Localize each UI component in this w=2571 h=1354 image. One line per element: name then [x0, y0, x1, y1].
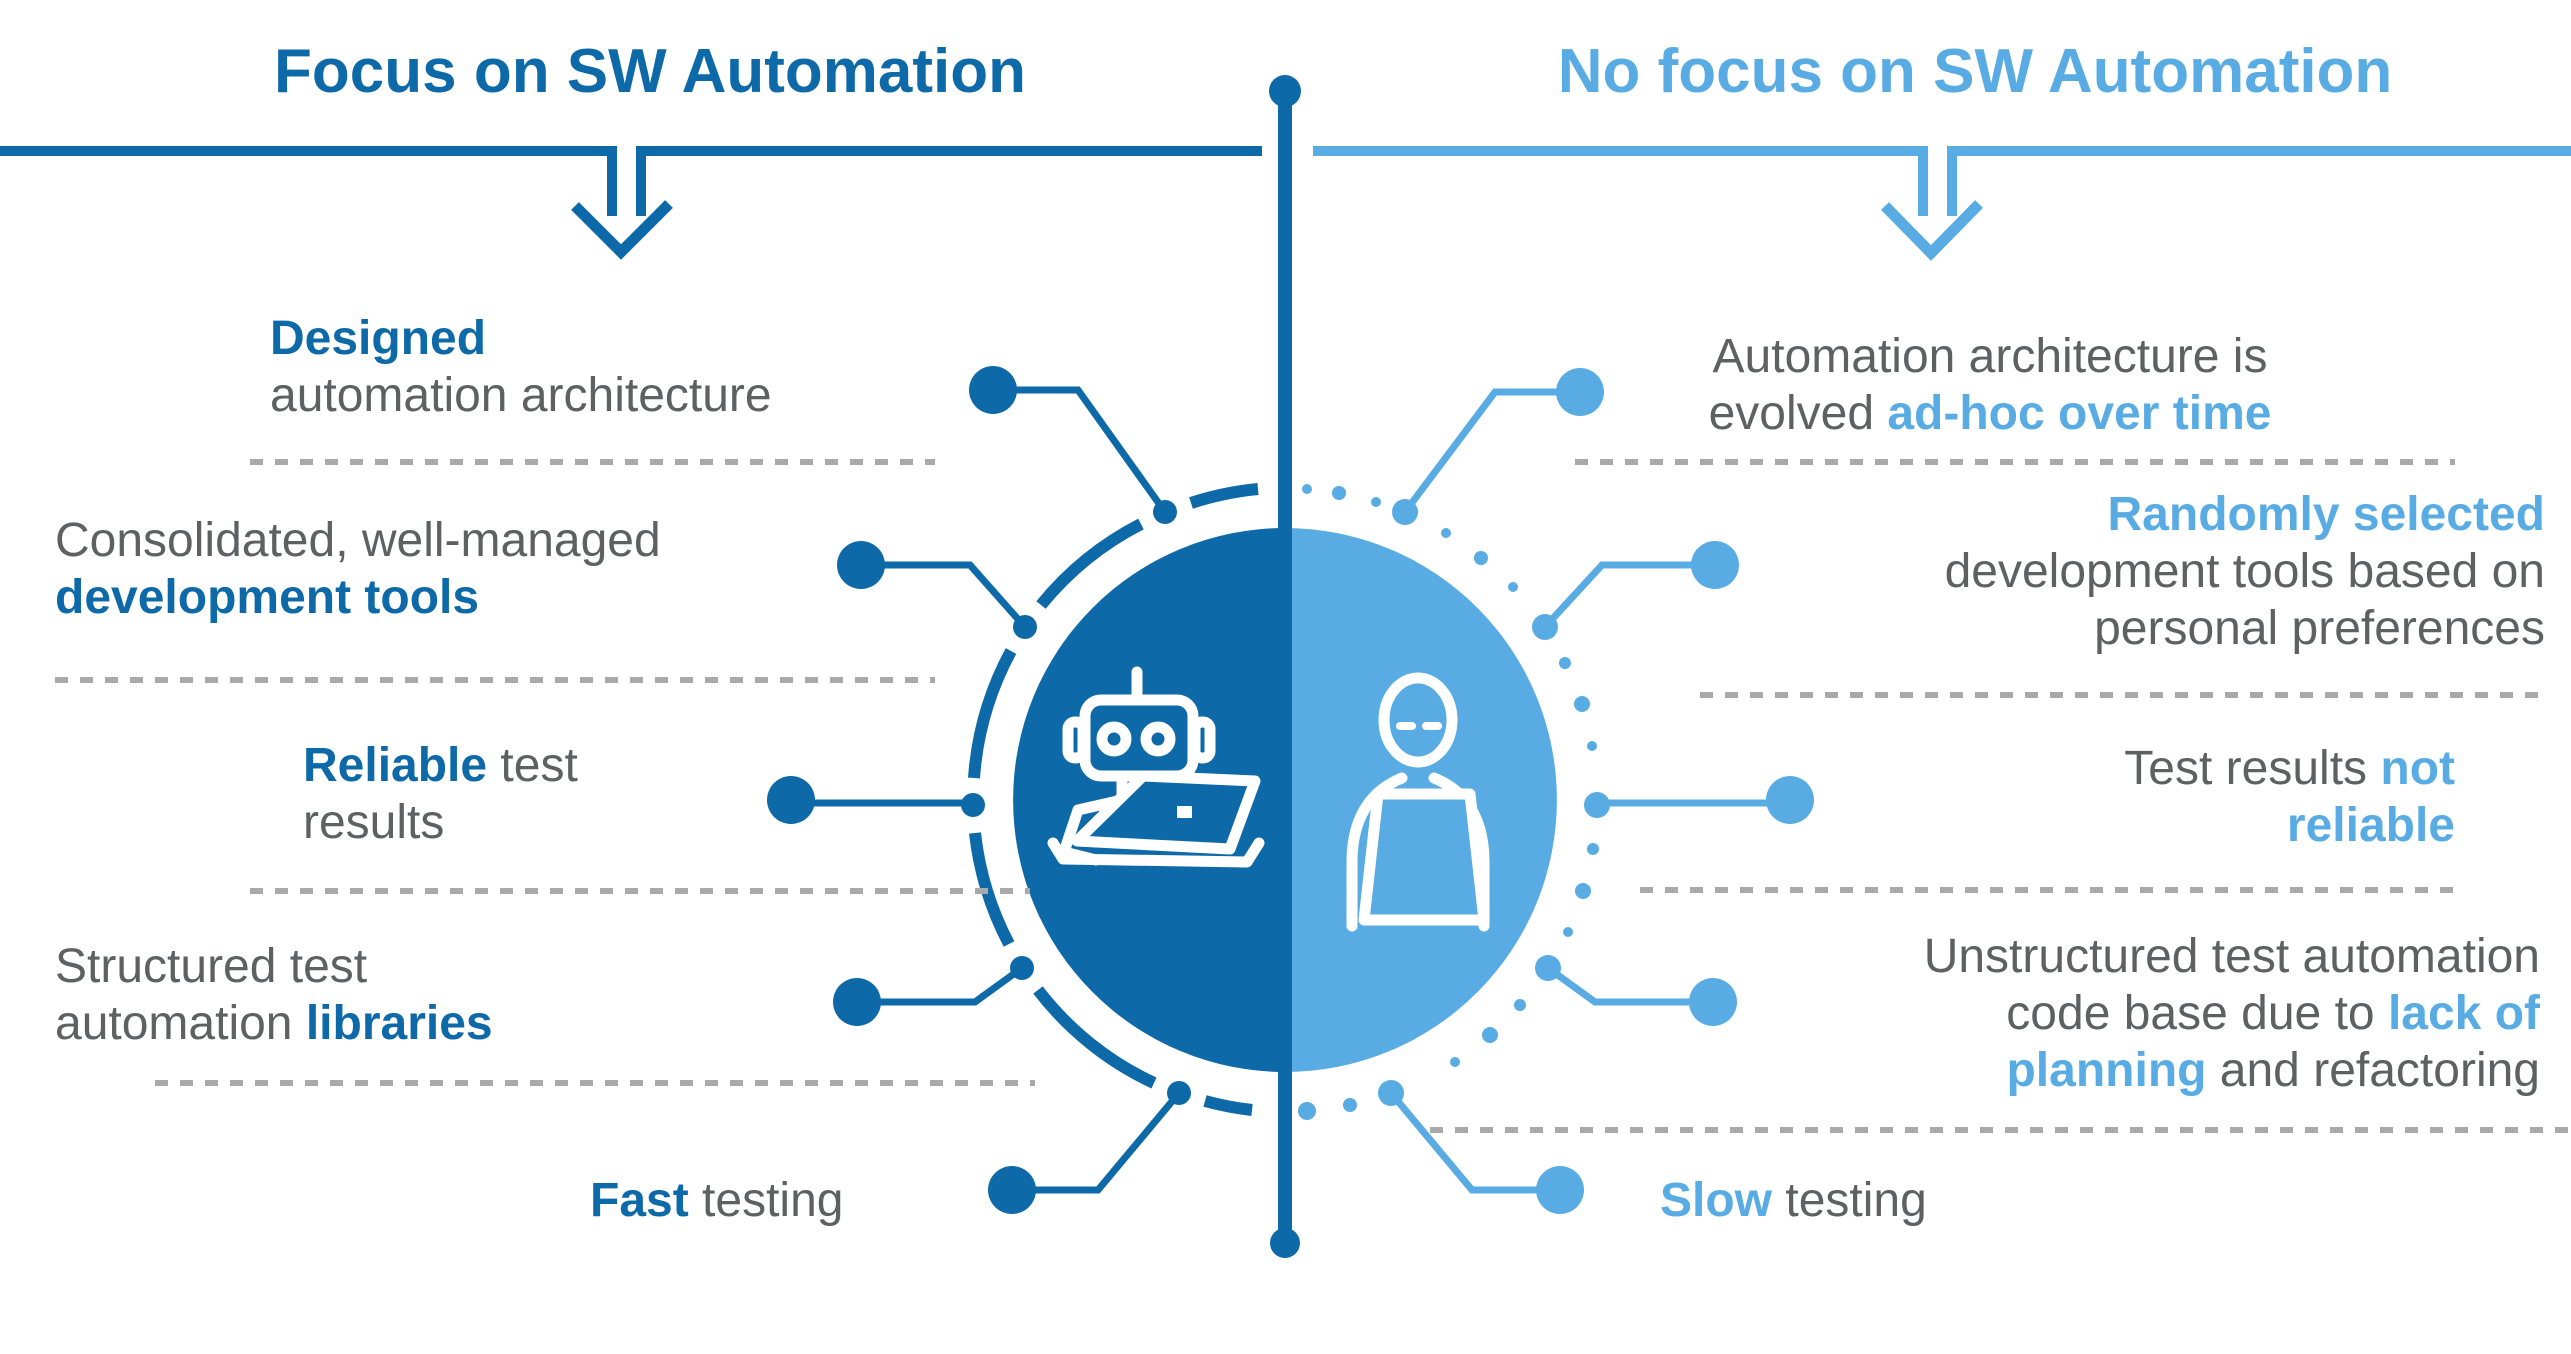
right-item-slow-testing: Slow testing — [1660, 1174, 1927, 1227]
dashed-separator — [250, 459, 935, 465]
down-arrow-right-icon — [1881, 200, 1983, 261]
down-arrow-left-icon — [571, 200, 673, 260]
left-title: Focus on SW Automation — [274, 37, 1026, 106]
left-item-fast-testing: Fast testing — [590, 1174, 844, 1227]
dashed-separator — [1700, 692, 2545, 698]
header-rule-left — [0, 146, 1262, 216]
divider-bottom-dot — [1270, 1228, 1300, 1258]
right-title: No focus on SW Automation — [1557, 37, 2393, 106]
robot-at-laptop-icon — [1047, 666, 1265, 868]
dashed-separator — [1430, 1127, 2571, 1133]
dashed-separator — [1640, 887, 2460, 893]
dashed-separator — [55, 677, 935, 683]
header-rule-right — [1313, 146, 2571, 216]
left-bullet-dots — [767, 366, 1036, 1214]
person-at-laptop-icon — [1346, 672, 1490, 932]
dashed-separator — [1575, 459, 2455, 465]
right-bullet-dots — [1536, 368, 1814, 1214]
left-connector-lines — [791, 386, 1182, 1194]
dashed-separator — [250, 888, 1030, 894]
dashed-separator — [155, 1080, 1035, 1086]
right-connector-lines — [1388, 388, 1790, 1194]
divider-line — [1269, 75, 1301, 1258]
divider-top-dot — [1269, 75, 1301, 107]
